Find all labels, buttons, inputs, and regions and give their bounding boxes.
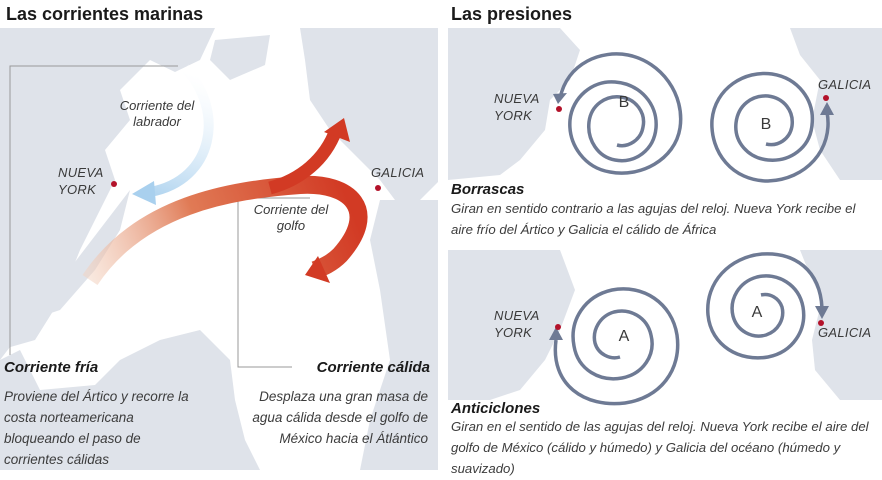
anticyclone-city-label-galicia: GALICIA [818,325,872,340]
storm-heading: Borrascas [451,181,525,198]
city-dot-galicia-left [375,185,381,191]
city-label-ny: NUEVA YORK [58,165,104,197]
anticyclone-spiral-2 [706,252,824,360]
anticyclone-heading: Anticiclones [451,400,541,417]
storm-city-label-ny: NUEVA YORK [494,91,540,123]
cold-current-arrow [148,64,214,197]
warm-current-arrowhead-up [324,118,350,142]
cold-description: Proviene del Ártico y recorre la costa n… [4,389,189,467]
city-dot-galicia-anticyclone [818,320,824,326]
anticyclone-symbol-1: A [618,328,630,345]
city-label-galicia: GALICIA [371,165,425,180]
warm-current-branch [268,127,343,195]
left-map-land [0,28,440,470]
storm-symbol-1: B [618,94,630,111]
anticyclone-symbol-2: A [751,304,763,321]
warm-heading: Corriente cálida [316,359,430,376]
pressures-title: Las presiones [451,4,573,24]
storm-spiral-1 [558,52,683,175]
warm-current-arrowhead-down [305,256,330,283]
storm-symbol-2: B [760,116,772,133]
anticyclone-description: Giran en el sentido de las agujas del re… [451,419,869,476]
city-dot-ny-storm [556,106,562,112]
cold-heading: Corriente fría [4,359,99,376]
storm-city-label-galicia: GALICIA [818,77,872,92]
city-dot-galicia-storm [823,95,829,101]
warm-current-label: Corriente del golfo [253,202,329,233]
city-dot-ny-left [111,181,117,187]
storm-spiral-2 [710,71,830,183]
warm-bracket-line [237,197,310,368]
right-map-land [448,28,882,400]
warm-description: Desplaza una gran masa de agua cálida de… [252,389,428,446]
anticyclone-spiral-1 [553,287,680,406]
warm-current-body [82,175,368,286]
currents-title: Las corrientes marinas [6,4,204,24]
cold-bracket-line [9,65,178,355]
storm-description: Giran en sentido contrario a las agujas … [451,201,856,237]
cold-current-label: Corriente del labrador [119,98,195,129]
cold-current-arrowhead [132,181,156,205]
city-dot-ny-anticyclone [555,324,561,330]
anticyclone-city-label-ny: NUEVA YORK [494,308,540,340]
